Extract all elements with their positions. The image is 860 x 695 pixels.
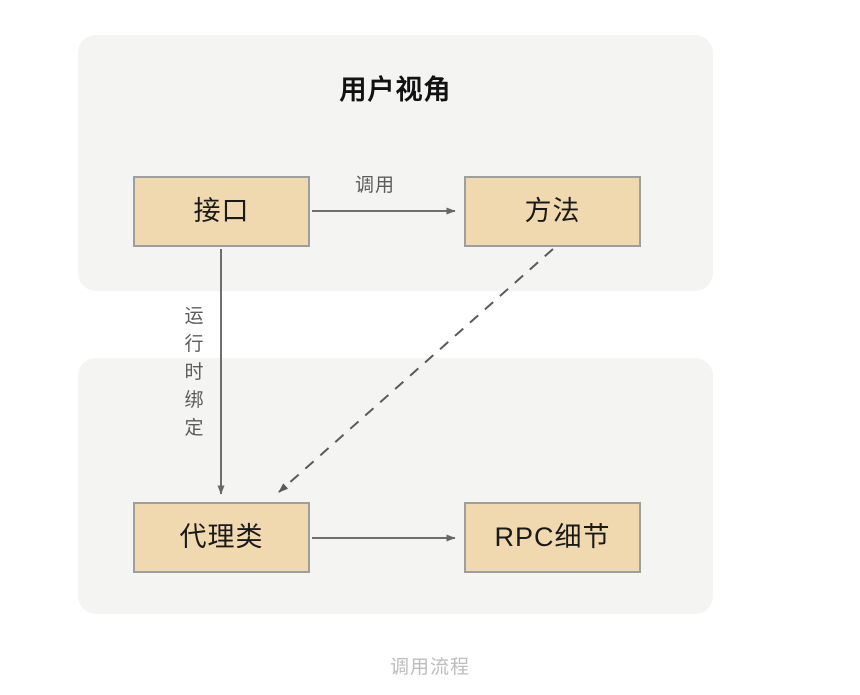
diagram-caption: 调用流程 — [389, 657, 470, 678]
edge-label-invoke: 调用 — [355, 175, 396, 196]
node-rpc[interactable]: RPC细节 — [464, 502, 641, 573]
node-rpc-label: RPC细节 — [494, 522, 611, 552]
group-user-view: 用户视角 — [78, 35, 713, 291]
node-proxy-label: 代理类 — [179, 522, 264, 552]
group-runtime — [78, 358, 713, 614]
node-proxy[interactable]: 代理类 — [133, 502, 310, 573]
node-interface-label: 接口 — [193, 196, 250, 226]
node-interface[interactable]: 接口 — [133, 176, 310, 247]
node-method[interactable]: 方法 — [464, 176, 641, 247]
node-method-label: 方法 — [524, 196, 581, 226]
edge-label-runtime-bind: 运行时绑定 — [184, 306, 204, 439]
group-user-view-title: 用户视角 — [339, 75, 452, 105]
